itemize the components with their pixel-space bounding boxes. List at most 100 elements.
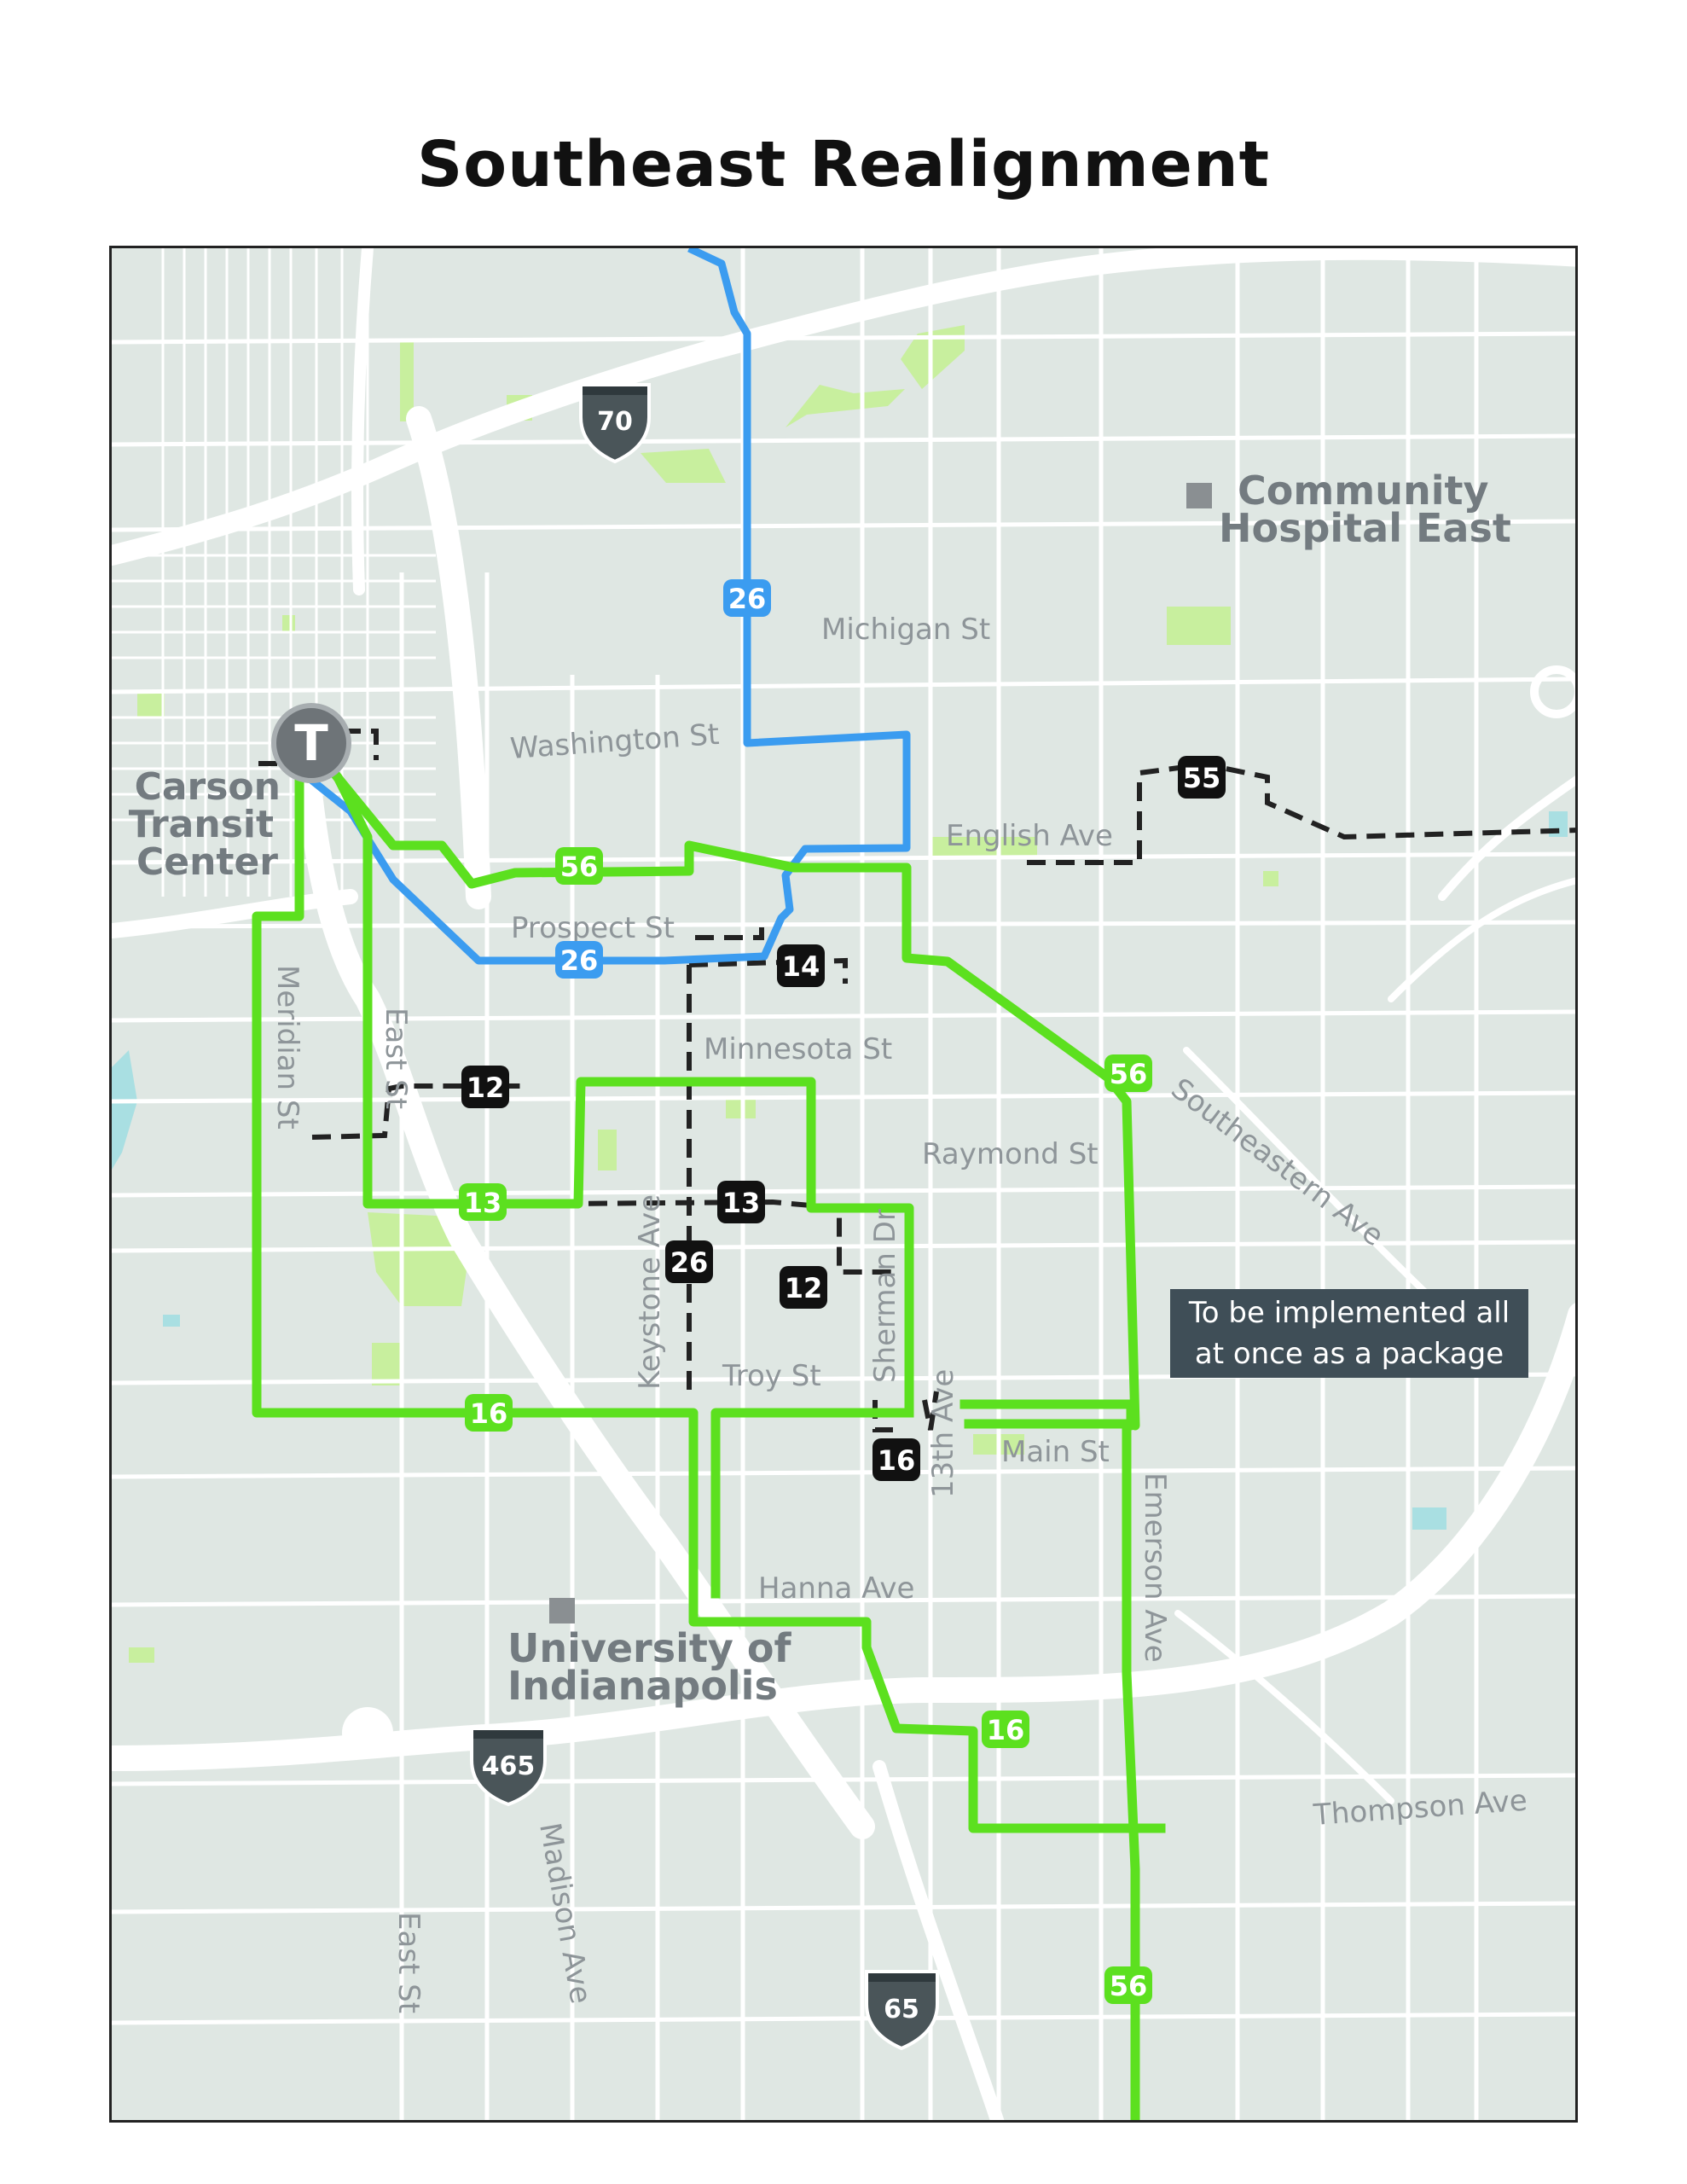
carson-label-3: Center [136,840,278,884]
downtown-grid [112,248,436,897]
map-title: Southeast Realignment [416,128,1271,201]
park [930,837,1037,856]
route-26-blue-badge[interactable]: 26 [555,941,603,979]
water-features [112,811,1568,1530]
interchange [342,1707,393,1758]
park [641,449,726,483]
park [137,692,165,717]
parks [129,325,1278,1663]
route-55-dashed [1027,761,1575,865]
university-label-1: University of [507,1625,791,1671]
park [1167,607,1231,645]
route-16-badge[interactable]: 16 [465,1394,513,1432]
svg-text:56: 56 [1110,1970,1148,2002]
minnesota-st-label: Minnesota St [704,1032,892,1066]
carson-label-1: Carson [135,765,281,809]
raymond-st-label: Raymond St [922,1137,1099,1171]
route-13-black-badge[interactable]: 13 [717,1181,765,1223]
transit-center-icon[interactable]: T [271,703,351,783]
community-hospital-label-2: Hospital East [1219,505,1511,551]
hospital-marker-icon [1186,483,1212,508]
hanna-ave-label: Hanna Ave [758,1571,914,1606]
svg-text:26: 26 [728,583,767,615]
park [129,1647,154,1663]
map-canvas[interactable]: Washington St Michigan St English Ave Pr… [112,248,1578,2123]
interstate-465-label: 465 [482,1751,536,1781]
route-14-dashed [688,957,848,984]
park [400,340,414,421]
pond [163,1315,180,1327]
route-13-badge[interactable]: 13 [459,1183,507,1221]
route-56-badge[interactable]: 56 [1104,1966,1152,2004]
interchange [1530,665,1575,718]
blue-route-badges: 26 26 [555,579,771,979]
interstate-65-shield-icon: 65 [865,1970,939,2051]
route-12-dashed [311,1083,521,1140]
route-map[interactable]: Washington St Michigan St English Ave Pr… [109,246,1578,2123]
black-route-badges: 55 14 12 13 26 12 16 [461,756,1226,1481]
park [598,1130,617,1170]
svg-text:26: 26 [670,1246,709,1279]
prospect-st-label: Prospect St [511,911,675,945]
park [368,1212,470,1306]
interstate-70-label: 70 [597,407,633,437]
route-55-badge[interactable]: 55 [1178,756,1226,799]
svg-text:13: 13 [722,1187,761,1219]
green-routes [252,745,1166,2120]
park [282,615,295,632]
interstate-465-shield-icon: 465 [470,1727,547,1807]
svg-text:55: 55 [1183,762,1221,794]
park [1263,871,1278,886]
svg-text:26: 26 [560,944,599,977]
route-26-blue-badge[interactable]: 26 [723,579,771,617]
pond [1412,1507,1446,1530]
svg-text:12: 12 [467,1072,505,1104]
route-26-blue-line [305,248,911,965]
svg-text:16: 16 [470,1397,508,1430]
route-16-line [252,746,1166,1833]
route-14-badge[interactable]: 14 [777,944,825,987]
svg-text:16: 16 [987,1714,1025,1746]
meridian-st-label: Meridian St [270,965,304,1130]
route-16-badge[interactable]: 16 [982,1711,1029,1748]
east-st-label-north: East St [379,1008,413,1109]
green-route-badges: 56 56 56 13 16 16 [459,847,1152,2004]
svg-text:56: 56 [1110,1058,1148,1090]
main-st-label: Main St [1001,1435,1110,1469]
note-line-2: at once as a package [1194,1337,1504,1371]
route-16-connector [904,1365,1139,1429]
university-marker-icon [549,1598,575,1623]
svg-text:16: 16 [878,1444,916,1477]
route-12-badge[interactable]: 12 [461,1066,509,1108]
east-st-label-south: East St [391,1912,426,2013]
route-12-badge[interactable]: 12 [780,1266,827,1309]
english-ave-label: English Ave [946,819,1113,853]
keystone-ave-label: Keystone Ave [633,1194,667,1390]
removed-route-segments [258,729,1575,1432]
route-13-line [310,745,914,1599]
route-56-badge[interactable]: 56 [1104,1054,1152,1092]
community-hospital-label-1: Community [1238,468,1488,514]
svg-text:13: 13 [464,1187,502,1219]
emerson-ave-label: Emerson Ave [1138,1472,1172,1663]
route-56-badge[interactable]: 56 [555,847,603,885]
park [372,1343,402,1385]
michigan-st-label: Michigan St [821,613,990,647]
park [786,385,905,427]
carson-label-2: Transit [129,803,274,846]
svg-text:12: 12 [785,1272,823,1304]
interstate-shields: 70 465 65 [470,383,939,2051]
route-26-black-badge[interactable]: 26 [665,1240,713,1283]
place-labels: Community Hospital East University of In… [507,468,1511,1709]
13th-ave-label: 13th Ave [926,1369,960,1498]
svg-text:56: 56 [560,851,599,883]
river [112,1050,137,1170]
implementation-note: To be implemented all at once as a packa… [1170,1289,1528,1378]
interstate-70-shield-icon: 70 [579,383,651,464]
sherman-dr-label: Sherman Dr [868,1209,902,1383]
university-label-2: Indianapolis [507,1663,778,1709]
transit-center-letter: T [294,714,328,772]
carson-transit-label: Carson Transit Center [129,765,281,884]
interstate-65-label: 65 [884,1995,919,2024]
route-16-black-badge[interactable]: 16 [872,1438,920,1481]
